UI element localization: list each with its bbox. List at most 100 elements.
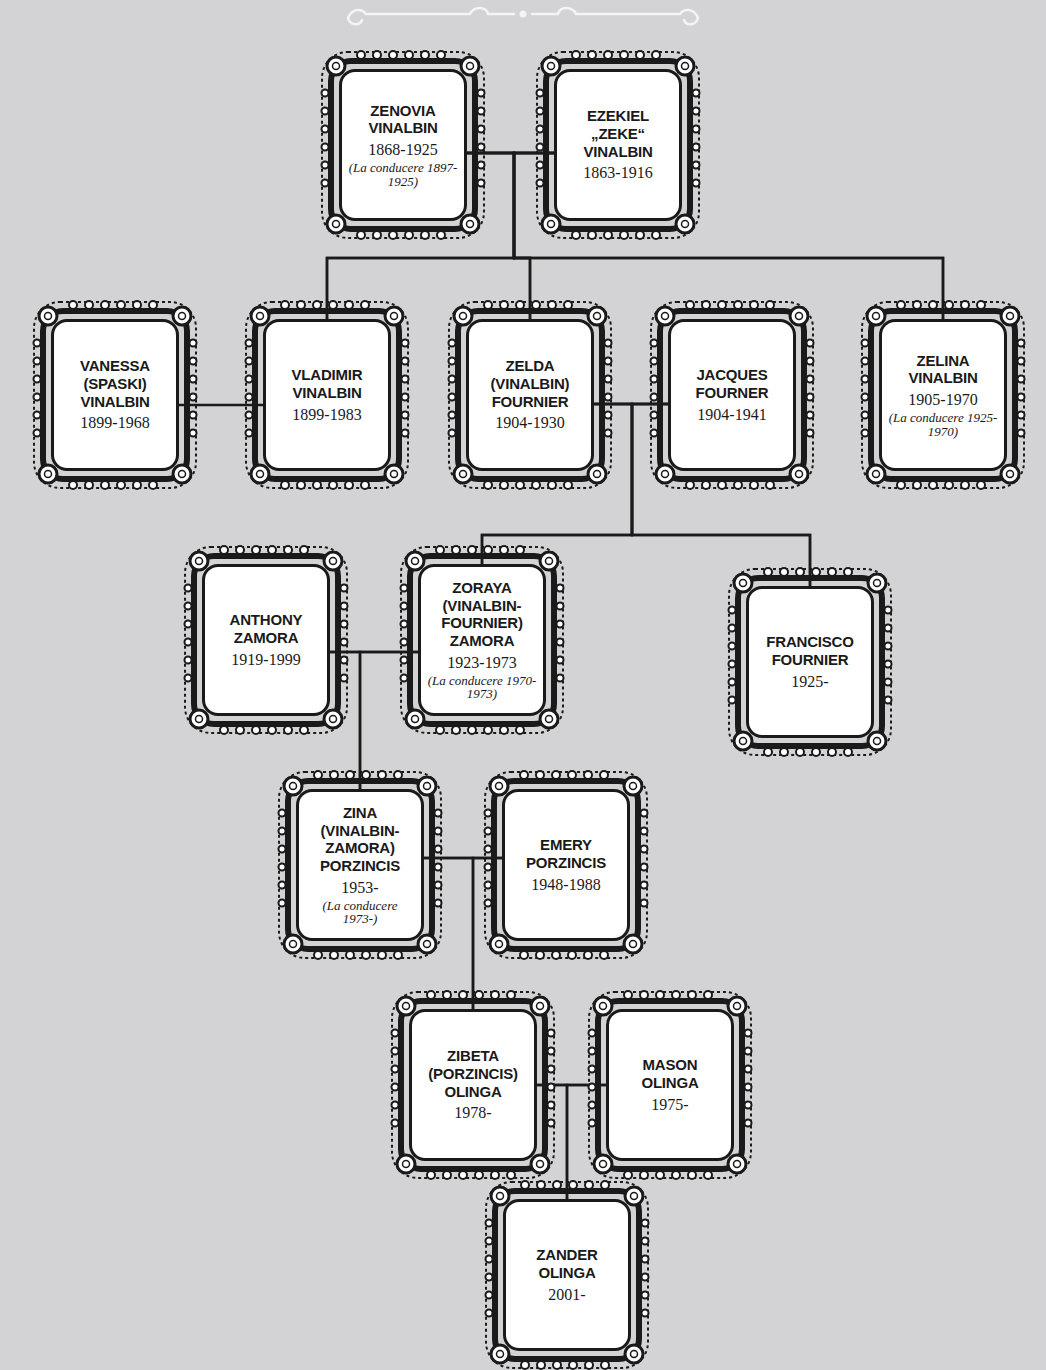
corner-ring xyxy=(656,307,674,325)
frame-bead xyxy=(394,951,402,959)
corner-ring xyxy=(412,558,419,565)
frame-bead xyxy=(584,951,592,959)
life-dates: 1868-1925 xyxy=(348,140,458,159)
frame-bead xyxy=(449,340,456,347)
frame-bead xyxy=(605,412,612,419)
flourish-curl xyxy=(348,18,362,24)
frame-bead xyxy=(693,144,700,151)
person-name: ZELINA VINALBIN xyxy=(888,352,998,387)
frame-bead xyxy=(686,301,694,309)
frame-bead xyxy=(642,1310,649,1317)
person-box: ZELDA (VINALBIN) FOURNIER1904-1930 xyxy=(466,319,594,471)
frame-bead xyxy=(624,991,632,999)
frame-band xyxy=(194,556,338,724)
frame-bead xyxy=(651,430,658,437)
frame-bead xyxy=(435,810,442,817)
person-name: ZANDER OLINGA xyxy=(512,1246,622,1281)
frame-bead xyxy=(486,1256,493,1263)
frame-dots xyxy=(246,302,408,488)
person-box: VLADIMIR VINALBIN1899-1983 xyxy=(263,319,391,471)
frame-bead xyxy=(693,108,700,115)
corner-ring xyxy=(461,57,479,75)
frame-bead xyxy=(185,621,192,628)
person-box: ZENOVIA VINALBIN1868-1925(La conducere 1… xyxy=(339,69,467,221)
frame-bead xyxy=(401,657,408,664)
corner-ring xyxy=(406,552,424,570)
frame-bead xyxy=(427,991,435,999)
corner-ring xyxy=(257,471,264,478)
frame-bead xyxy=(589,1030,596,1037)
frame-bead xyxy=(190,430,197,437)
corner-ring xyxy=(45,313,52,320)
frame-bead xyxy=(642,1256,649,1263)
corner-ring xyxy=(546,558,553,565)
corner-ring xyxy=(728,997,746,1015)
corner-ring xyxy=(868,732,886,750)
frame-bead xyxy=(688,1171,696,1179)
frame-bead xyxy=(651,340,658,347)
frame-bead xyxy=(185,657,192,664)
frame-bead xyxy=(361,301,369,309)
frame-band xyxy=(871,311,1015,479)
frame-bead xyxy=(329,481,337,489)
frame-bead xyxy=(862,412,869,419)
corner-ring xyxy=(418,777,436,795)
frame-bead xyxy=(346,771,354,779)
frame-bead xyxy=(1018,358,1025,365)
frame-bead xyxy=(378,771,386,779)
corner-ring xyxy=(467,63,474,70)
corner-ring xyxy=(385,307,403,325)
frame-bead xyxy=(392,1084,399,1091)
frame-bead xyxy=(807,376,814,383)
frame-bead xyxy=(281,481,289,489)
frame-bead xyxy=(486,1292,493,1299)
frame-bead xyxy=(589,1102,596,1109)
frame-bead xyxy=(401,603,408,610)
frame-bead xyxy=(314,771,322,779)
life-dates: 1905-1970 xyxy=(888,390,998,409)
family-line xyxy=(467,153,530,319)
frame-dots xyxy=(322,52,484,238)
frame-bead xyxy=(780,748,788,756)
frame-bead xyxy=(729,625,736,632)
frame-bead xyxy=(85,301,93,309)
frame-bead xyxy=(362,771,370,779)
corner-ring xyxy=(385,465,403,483)
corner-ring xyxy=(490,935,508,953)
frame-bead xyxy=(491,1171,499,1179)
frame-bead xyxy=(569,1181,577,1189)
frame-bead xyxy=(402,376,409,383)
corner-ring xyxy=(542,57,560,75)
frame-bead xyxy=(520,951,528,959)
person-name: VLADIMIR VINALBIN xyxy=(272,366,382,401)
frame-bead xyxy=(548,1102,555,1109)
frame-bead xyxy=(516,546,524,554)
frame-bead xyxy=(435,828,442,835)
frame-bead xyxy=(346,951,354,959)
corner-ring xyxy=(662,471,669,478)
frame-bead xyxy=(929,481,937,489)
frame-bead xyxy=(557,675,564,682)
frame-bead xyxy=(392,1066,399,1073)
frame-bead xyxy=(548,1066,555,1073)
frame-dots xyxy=(486,1182,648,1368)
corner-ring xyxy=(1007,313,1014,320)
family-line xyxy=(330,652,360,789)
family-line xyxy=(567,1085,606,1199)
frame-bead xyxy=(401,585,408,592)
reign-note: (La conducere 1925-1970) xyxy=(888,411,998,438)
frame-bead xyxy=(117,481,125,489)
frame-bead xyxy=(435,900,442,907)
frame-bead xyxy=(284,726,292,734)
frame-bead xyxy=(401,675,408,682)
frame-bead xyxy=(1018,376,1025,383)
person-name: ANTHONY ZAMORA xyxy=(211,611,321,646)
frame-bead xyxy=(392,1048,399,1055)
corner-ring xyxy=(740,580,747,587)
corner-ring xyxy=(196,716,203,723)
frame-bead xyxy=(485,882,492,889)
frame-bead xyxy=(500,481,508,489)
frame-bead xyxy=(341,585,348,592)
life-dates: 1899-1968 xyxy=(60,413,170,432)
frame-bead xyxy=(585,1361,593,1369)
